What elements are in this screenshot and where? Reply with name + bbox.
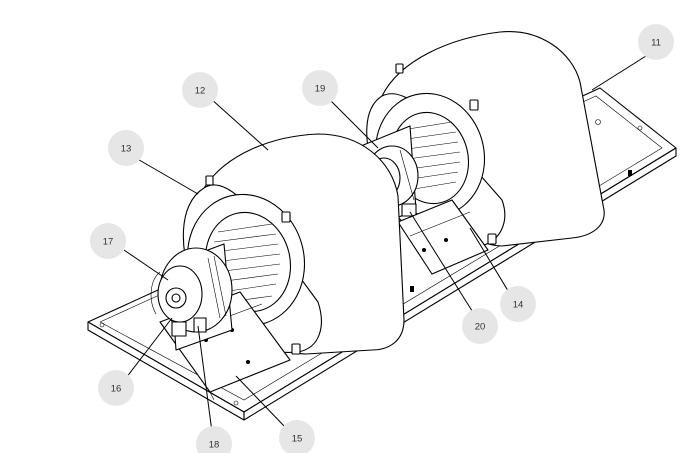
leader-18 [197,325,213,433]
callout-19: 19 [302,70,338,106]
callout-19-label: 19 [315,84,326,95]
callout-15-label: 15 [292,434,303,445]
leader-14 [469,227,511,295]
leader-11 [591,55,647,91]
callout-12: 12 [182,72,218,108]
callout-13-label: 13 [121,144,132,155]
callout-13: 13 [108,130,144,166]
motor-front [150,243,233,351]
callout-12-label: 12 [195,86,206,97]
callout-17-label: 17 [103,237,114,248]
leader-15 [235,375,287,429]
leader-lines [123,55,647,433]
leader-12 [209,97,269,151]
callout-16: 16 [98,370,134,406]
callout-11-label: 11 [651,38,661,49]
callout-20: 20 [462,308,498,344]
leader-17 [123,249,169,281]
leader-16 [125,317,173,379]
callout-17: 17 [90,223,126,259]
callout-18-label: 18 [209,440,220,451]
leader-20 [409,211,475,315]
blower-housing-front [182,133,405,355]
callout-15: 15 [279,420,315,453]
callout-11: 11 [638,24,674,60]
motor-bracket-rear [397,199,489,275]
callout-14: 14 [500,286,536,322]
callout-18: 18 [196,426,232,453]
leader-19 [329,99,379,149]
leader-13 [133,156,199,195]
callout-14-label: 14 [513,300,524,311]
callout-16-label: 16 [111,384,122,395]
callout-20-label: 20 [475,322,486,333]
